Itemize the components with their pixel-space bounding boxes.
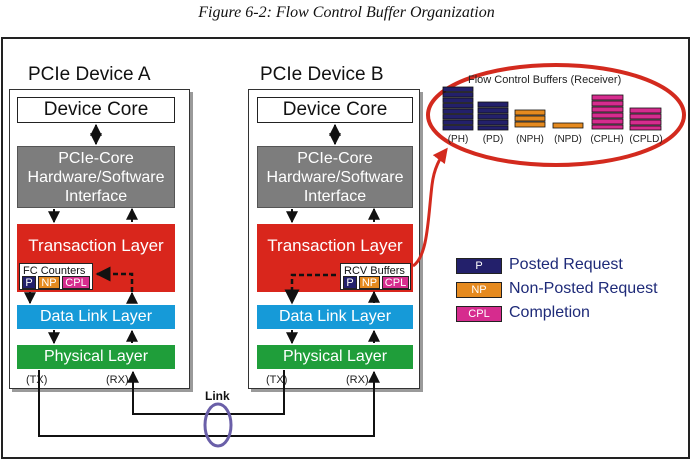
fcb-label-ph: (PH) xyxy=(447,134,469,145)
fc-buffers-title: Flow Control Buffers (Receiver) xyxy=(468,74,622,86)
fcb-label-cplh: (CPLH) xyxy=(590,134,624,145)
buffer-np-badge: NP xyxy=(359,276,380,289)
device-b-physical-layer: Physical Layer xyxy=(257,345,413,369)
arrow-b-buffer-feedback xyxy=(284,273,336,305)
counter-cpl-badge: CPL xyxy=(62,276,90,289)
device-b-rx-label: (RX) xyxy=(346,374,369,386)
rcv-buffers-title: RCV Buffers xyxy=(344,265,405,277)
fcb-stack-pd xyxy=(477,101,509,131)
diagram-frame xyxy=(1,37,690,459)
device-b-title: PCIe Device B xyxy=(260,64,384,85)
device-b-data-link-layer: Data Link Layer xyxy=(257,305,413,329)
fcb-label-nph: (NPH) xyxy=(516,134,544,145)
fc-counters-title: FC Counters xyxy=(23,265,86,277)
device-a-title: PCIe Device A xyxy=(28,64,151,85)
legend-nonposted-text: Non-Posted Request xyxy=(509,280,658,297)
fcb-stack-cpld xyxy=(629,107,662,131)
fcb-stack-nph xyxy=(514,109,546,128)
rcv-buffers: RCV Buffers P NP CPL xyxy=(340,263,411,290)
fcb-label-npd: (NPD) xyxy=(554,134,582,145)
buffer-cpl-badge: CPL xyxy=(382,276,409,289)
legend-completion-text: Completion xyxy=(509,304,590,321)
legend-completion-badge: CPL xyxy=(456,306,502,322)
buffer-highlight-ellipse xyxy=(426,63,686,167)
device-a-pcie-core: PCIe-Core Hardware/Software Interface xyxy=(17,146,175,208)
device-a-physical-layer: Physical Layer xyxy=(17,345,175,369)
fc-counters: FC Counters P NP CPL xyxy=(19,263,93,290)
device-b-tx-label: (TX) xyxy=(266,374,288,386)
legend-posted-text: Posted Request xyxy=(509,256,623,273)
device-b-core: Device Core xyxy=(257,97,413,123)
legend-posted-badge: P xyxy=(456,258,502,274)
fcb-stack-npd xyxy=(552,122,584,129)
link-label: Link xyxy=(205,389,230,403)
figure-caption: Figure 6-2: Flow Control Buffer Organiza… xyxy=(198,4,495,21)
link-ellipse xyxy=(203,402,233,448)
device-a-data-link-layer: Data Link Layer xyxy=(17,305,175,329)
device-a-core: Device Core xyxy=(17,97,175,123)
device-a-rx-label: (RX) xyxy=(106,374,129,386)
buffer-p-badge: P xyxy=(343,276,357,289)
counter-p-badge: P xyxy=(22,276,36,289)
device-b-pcie-core: PCIe-Core Hardware/Software Interface xyxy=(257,146,413,208)
legend-nonposted-badge: NP xyxy=(456,282,502,298)
device-a-tx-label: (TX) xyxy=(26,374,48,386)
fcb-label-cpld: (CPLD) xyxy=(629,134,663,145)
buffer-highlight-connector xyxy=(412,147,448,268)
counter-np-badge: NP xyxy=(38,276,60,289)
fcb-stack-ph xyxy=(442,86,474,131)
arrow-a-counter-feedback xyxy=(95,266,134,292)
fcb-stack-cplh xyxy=(591,94,624,130)
fcb-label-pd: (PD) xyxy=(482,134,504,145)
